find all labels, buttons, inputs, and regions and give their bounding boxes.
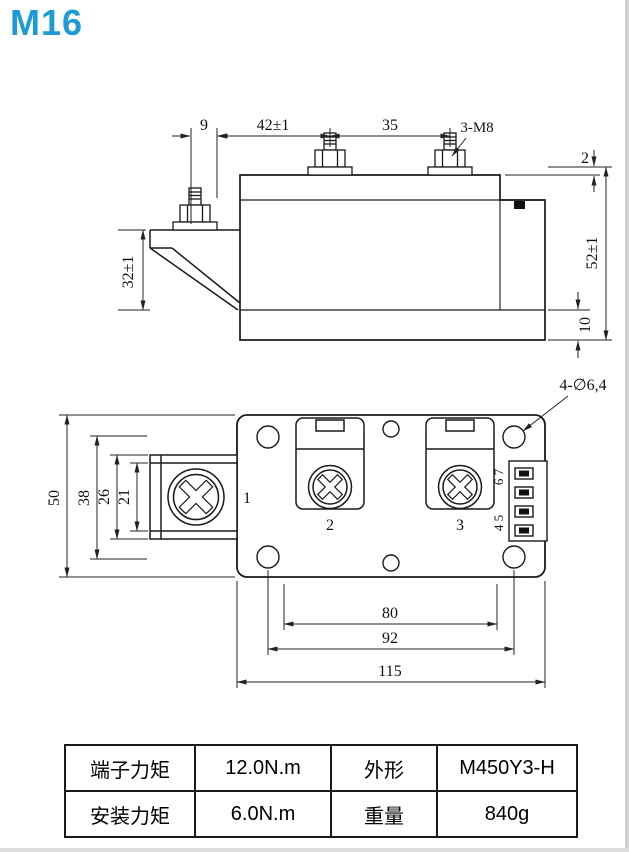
dim-26-label: 26	[96, 489, 113, 505]
page-title: M16	[10, 2, 84, 43]
terminal-label-3: 3	[456, 517, 464, 534]
side-view-dimension-lines	[118, 128, 612, 358]
top-view-dim-labels: 4-∅6,4 50 38 26 21 80 92 115	[46, 377, 607, 680]
side-view: 9 42±1 35 3-M8 2 52±1 10 32±1	[118, 117, 612, 358]
dim-2-label: 2	[581, 150, 589, 167]
terminal-label-2: 2	[326, 517, 334, 534]
dim-92-label: 92	[382, 630, 398, 647]
spec-value-weight: 840g	[436, 790, 578, 838]
dim-10-label: 10	[577, 317, 594, 333]
spec-label-outline: 外形	[330, 744, 438, 792]
top-view-dimension-lines	[59, 395, 569, 688]
spec-value-outline: M450Y3-H	[436, 744, 578, 792]
terminal-block-3	[425, 417, 495, 510]
spec-label-weight: 重量	[330, 790, 438, 838]
dim-42-label: 42±1	[257, 117, 290, 134]
spec-table: 端子力矩 12.0N.m 外形 M450Y3-H 安装力矩 6.0N.m 重量 …	[64, 744, 578, 838]
dim-52-label: 52±1	[584, 237, 601, 270]
pin-labels-4-5: 4 5	[491, 515, 506, 531]
spec-label-terminal-torque: 端子力矩	[64, 744, 196, 792]
dim-50-label: 50	[46, 490, 63, 506]
polarity-mark	[514, 201, 525, 209]
dim-38-label: 38	[76, 490, 93, 506]
top-view: 1 2 3 4 5 6 7	[46, 377, 607, 688]
dim-80-label: 80	[382, 605, 398, 622]
side-view-dim-labels: 9 42±1 35 3-M8 2 52±1 10 32±1	[120, 117, 601, 333]
technical-drawing: 9 42±1 35 3-M8 2 52±1 10 32±1	[46, 117, 612, 688]
table-row-torque: 端子力矩 12.0N.m 外形 M450Y3-H	[64, 744, 578, 792]
terminal-bolt-left	[172, 187, 218, 231]
dim-115-label: 115	[378, 663, 401, 680]
dim-3m8-label: 3-M8	[460, 120, 493, 136]
dim-9-label: 9	[200, 117, 208, 134]
side-view-outline	[239, 174, 546, 341]
spec-value-terminal-torque: 12.0N.m	[194, 744, 332, 792]
terminal-label-1: 1	[243, 490, 251, 507]
terminal-labels: 1 2 3 4 5 6 7	[243, 468, 506, 534]
gate-connector	[508, 460, 548, 542]
left-terminal-lug	[149, 229, 241, 311]
dim-35-label: 35	[382, 117, 398, 134]
spec-label-mounting-torque: 安装力矩	[64, 790, 196, 838]
pin-labels-6-7: 6 7	[491, 468, 506, 485]
scan-edge-bottom	[0, 848, 629, 852]
mounting-holes	[256, 420, 526, 572]
dim-21-label: 21	[116, 489, 133, 505]
dim-32-label: 32±1	[120, 256, 137, 289]
table-row-mounting: 安装力矩 6.0N.m 重量 840g	[64, 790, 578, 838]
module-body	[236, 414, 546, 578]
scan-edge-right	[625, 0, 629, 852]
dim-holes-label: 4-∅6,4	[559, 377, 606, 394]
terminal-block-2	[295, 417, 365, 510]
spec-value-mounting-torque: 6.0N.m	[194, 790, 332, 838]
